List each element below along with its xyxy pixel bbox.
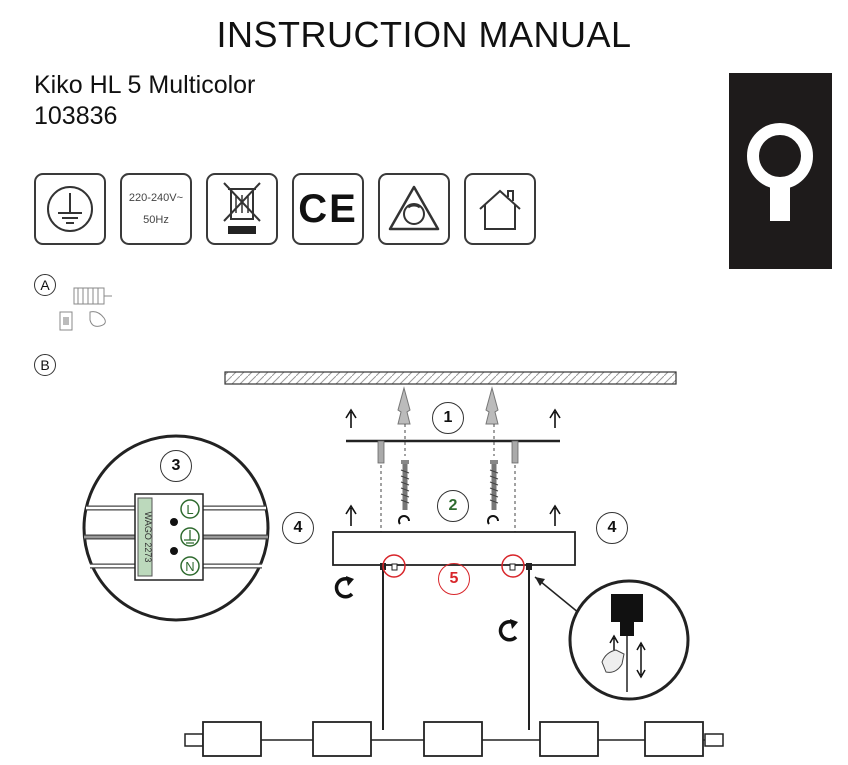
live-terminal-label: L — [186, 502, 193, 517]
product-name: Kiko HL 5 Multicolor — [34, 71, 256, 99]
product-number: 103836 — [34, 102, 118, 130]
certification-icons: 220-240V~ 50Hz CE — [34, 173, 536, 245]
dimmable-icon — [378, 173, 450, 245]
canopy — [332, 531, 576, 566]
grip-highlight-left — [382, 554, 406, 578]
rotate-arrow-right — [498, 619, 518, 642]
step-1-label: 1 — [432, 402, 464, 434]
ce-mark-icon: CE — [292, 173, 364, 245]
page-title: INSTRUCTION MANUAL — [216, 14, 632, 55]
step-4-label-right: 4 — [596, 512, 628, 544]
screw-right — [489, 460, 499, 510]
frequency-text: 50Hz — [143, 214, 169, 226]
section-b-label: B — [34, 354, 56, 376]
section-a-label: A — [34, 274, 56, 296]
terminal-brand: WAGO 2273 — [143, 512, 153, 563]
product-info: Kiko HL 5 Multicolor 103836 — [34, 70, 255, 132]
indoor-use-icon — [464, 173, 536, 245]
lamp-body — [184, 721, 724, 757]
voltage-text: 220-240V~ — [128, 192, 184, 204]
ceiling — [224, 371, 677, 385]
ce-text: CE — [298, 186, 358, 231]
rotate-arrow-left — [334, 576, 354, 599]
power-off-illustration — [59, 287, 112, 331]
screw-left — [400, 460, 410, 510]
step-5-label: 5 — [438, 563, 470, 595]
earth-ground-icon — [34, 173, 106, 245]
logo-mark-icon — [747, 123, 813, 221]
weee-bin-icon — [206, 173, 278, 245]
grip-highlight-right — [501, 554, 525, 578]
wiring-detail: WAGO 2273 L N — [82, 434, 270, 622]
step-4-label-left: 4 — [282, 512, 314, 544]
wall-plug-left — [397, 386, 411, 425]
neutral-terminal-label: N — [185, 559, 194, 574]
step-3-label: 3 — [160, 450, 192, 482]
voltage-rating-icon: 220-240V~ 50Hz — [120, 173, 192, 245]
wall-plug-right — [485, 386, 499, 425]
height-adjust-detail — [534, 576, 690, 701]
brand-logo — [729, 73, 832, 269]
step-2-label: 2 — [437, 490, 469, 522]
